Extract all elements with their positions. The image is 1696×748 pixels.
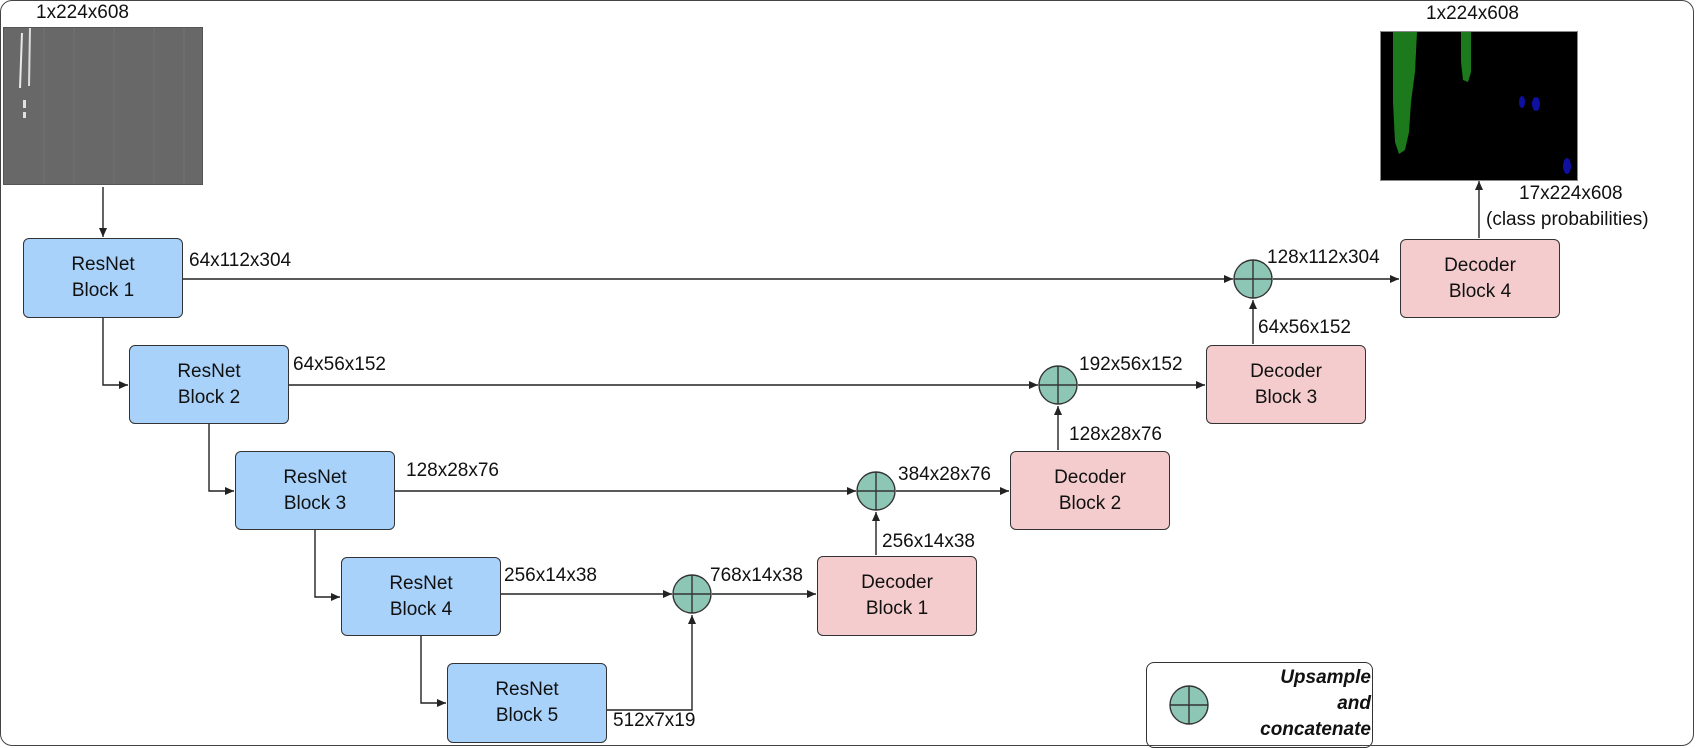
decoder-block-2-subtitle: Block 2 xyxy=(1058,492,1122,514)
resnet-block-1-title: ResNet xyxy=(71,254,135,275)
resnet-block-5-title: ResNet xyxy=(495,679,559,700)
decoder-block-1-subtitle: Block 1 xyxy=(865,598,929,619)
decoder-block-4-subtitle: Block 4 xyxy=(1448,280,1512,302)
decoder-block-2-out-dims: 128x28x76 xyxy=(1069,424,1162,445)
resnet-block-5-subtitle: Block 5 xyxy=(495,705,559,726)
arrow-block5-to-concat1 xyxy=(607,615,696,711)
resnet-block-3-title: ResNet xyxy=(283,466,347,488)
resnet-block-4-subtitle: Block 4 xyxy=(389,598,453,620)
input-image-texture xyxy=(4,28,202,184)
concat-node-4 xyxy=(1233,259,1273,299)
legend-line-3: concatenate xyxy=(1260,719,1371,740)
resnet-block-3-subtitle: Block 3 xyxy=(283,492,347,514)
decoder-block-2-in-dims: 384x28x76 xyxy=(898,464,991,485)
arrow-block1-to-block2 xyxy=(102,318,128,389)
decoder-block-4-in-dims: 128x112x304 xyxy=(1267,247,1380,268)
input-image-dims: 1x224x608 xyxy=(36,2,129,23)
arrow-block3-to-block4 xyxy=(314,530,340,601)
concat-node-2 xyxy=(856,471,896,511)
decoder-block-1-in-dims: 768x14x38 xyxy=(710,565,803,586)
decoder-block-3-subtitle: Block 3 xyxy=(1254,386,1318,408)
concat-node-3 xyxy=(1038,365,1078,405)
legend-line-2: and xyxy=(1337,693,1371,714)
resnet-block-1-subtitle: Block 1 xyxy=(71,280,135,301)
resnet-block-5-out-dims: 512x7x19 xyxy=(613,710,696,731)
resnet-block-2-title: ResNet xyxy=(177,360,241,382)
resnet-block-3-out-dims: 128x28x76 xyxy=(406,460,499,481)
output-image xyxy=(1380,31,1578,181)
concat-nodes xyxy=(672,259,1273,614)
decoder-block-1-out-dims: 256x14x38 xyxy=(882,531,975,552)
input-image xyxy=(3,27,203,185)
output-segmentation-mask xyxy=(1381,32,1577,180)
decoder-block-4-out-dims: 17x224x608 xyxy=(1519,183,1623,204)
arrow-block4-to-block5 xyxy=(420,636,446,707)
resnet-block-4-title: ResNet xyxy=(389,572,453,594)
legend-text: Upsample and concatenate xyxy=(1233,665,1371,743)
output-image-dims: 1x224x608 xyxy=(1426,3,1519,24)
legend-concat-symbol xyxy=(1169,685,1209,725)
arrow-block2-to-block3 xyxy=(208,424,234,495)
legend: Upsample and concatenate xyxy=(1146,662,1373,748)
decoder-block-3-in-dims: 192x56x152 xyxy=(1079,354,1183,375)
decoder-block-3-out-dims: 64x56x152 xyxy=(1258,317,1351,338)
decoder-block-1-title: Decoder xyxy=(861,572,933,593)
resnet-block-4-out-dims: 256x14x38 xyxy=(504,565,597,586)
decoder-block-3-title: Decoder xyxy=(1250,360,1322,382)
resnet-block-1-out-dims: 64x112x304 xyxy=(189,250,292,271)
resnet-block-2-out-dims: 64x56x152 xyxy=(293,354,386,375)
decoder-block-4-out-note: (class probabilities) xyxy=(1486,209,1649,230)
decoder-block-4-title: Decoder xyxy=(1444,254,1516,276)
legend-line-1: Upsample xyxy=(1280,667,1371,688)
decoder-block-2-title: Decoder xyxy=(1054,466,1126,488)
concat-node-1 xyxy=(672,574,712,614)
resnet-block-2-subtitle: Block 2 xyxy=(177,386,241,408)
